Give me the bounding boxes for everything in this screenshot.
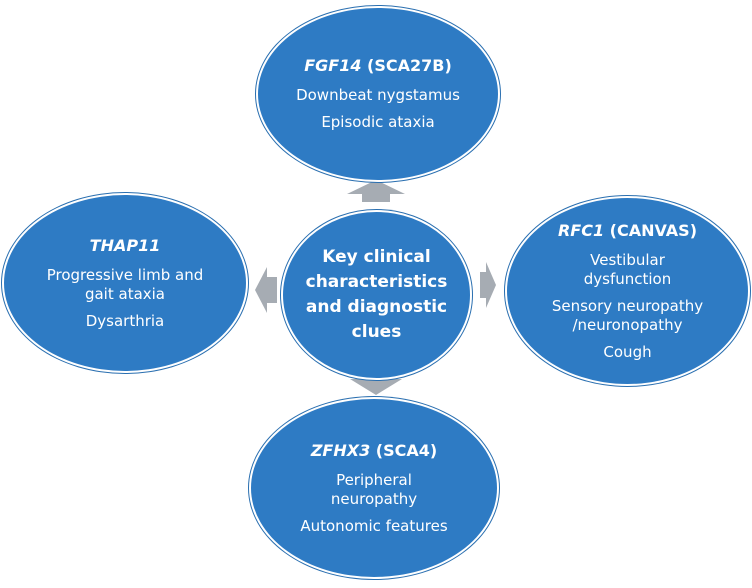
gene-suffix: (CANVAS) xyxy=(604,220,698,240)
center-label: Key clinical characteristics and diagnos… xyxy=(305,247,448,342)
node-item: Autonomic features xyxy=(300,516,448,535)
node-item: Cough xyxy=(603,342,652,361)
node-item: Downbeat nygstamus xyxy=(296,86,460,104)
node-title: THAP11 xyxy=(90,236,161,256)
node-item: Episodic ataxia xyxy=(321,113,435,131)
node-item: Progressive limb and gait ataxia xyxy=(46,265,204,303)
node-rfc1: RFC1 (CANVAS) Vestibular dysfunction Sen… xyxy=(505,196,750,386)
node-item: Sensory neuropathy /neuronopathy xyxy=(551,296,704,334)
node-item: Dysarthria xyxy=(85,311,165,330)
node-fgf14: FGF14 (SCA27B) Downbeat nygstamus Episod… xyxy=(256,6,500,182)
node-thap11: THAP11 Progressive limb and gait ataxia … xyxy=(2,193,248,373)
node-title: ZFHX3 (SCA4) xyxy=(311,441,437,461)
gene-name: RFC1 xyxy=(557,220,605,240)
gene-suffix: (SCA27B) xyxy=(361,56,452,75)
gene-suffix: (SCA4) xyxy=(370,440,438,460)
node-center: Key clinical characteristics and diagnos… xyxy=(281,210,472,380)
node-title: RFC1 (CANVAS) xyxy=(558,221,697,241)
node-title: FGF14 (SCA27B) xyxy=(304,56,452,76)
arrow-left-icon xyxy=(255,267,277,313)
node-item: Peripheral neuropathy xyxy=(330,470,418,508)
arrow-up-icon xyxy=(347,180,405,202)
arrow-right-icon xyxy=(480,262,496,308)
gene-name: FGF14 xyxy=(304,56,362,75)
gene-name: ZFHX3 xyxy=(310,440,371,460)
node-zfhx3: ZFHX3 (SCA4) Peripheral neuropathy Auton… xyxy=(249,397,499,579)
gene-name: THAP11 xyxy=(89,235,161,255)
node-item: Vestibular dysfunction xyxy=(583,250,672,288)
